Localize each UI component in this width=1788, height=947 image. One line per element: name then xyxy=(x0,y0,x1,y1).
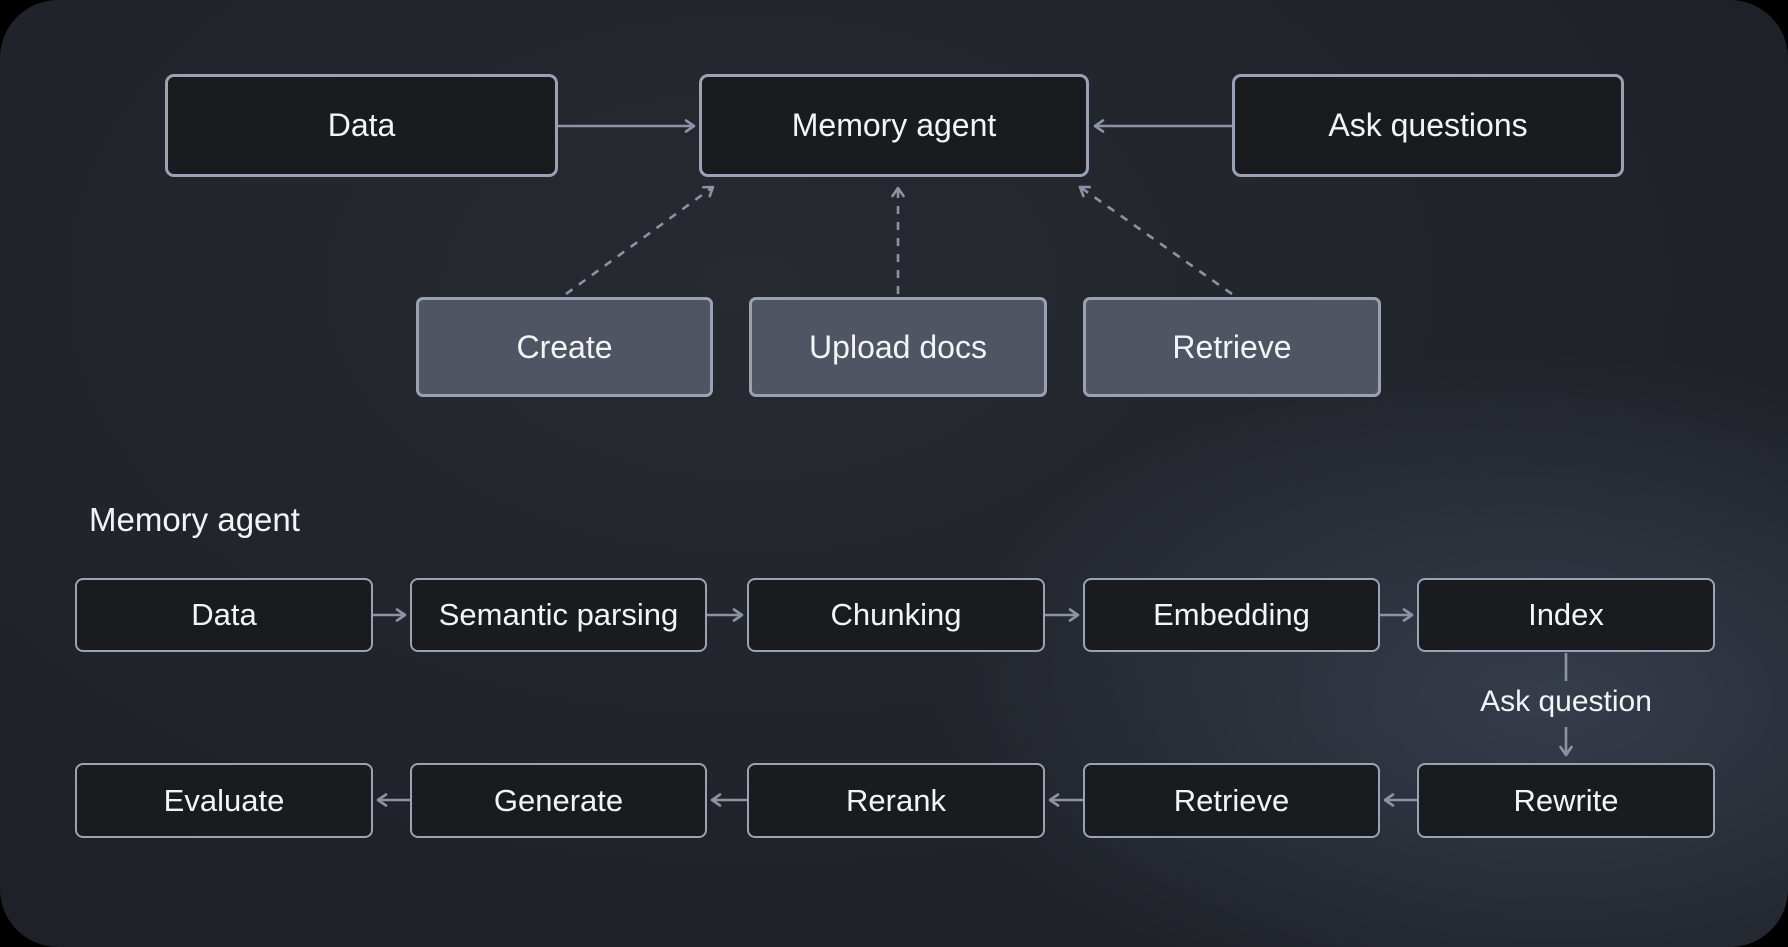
node-data: Data xyxy=(75,578,373,652)
node-evaluate: Evaluate xyxy=(75,763,373,838)
node-upload-docs: Upload docs xyxy=(749,297,1047,397)
node-index: Index xyxy=(1417,578,1715,652)
edge-create-to-memory-agent xyxy=(565,185,715,296)
node-retrieve: Retrieve xyxy=(1083,763,1380,838)
node-rerank: Rerank xyxy=(747,763,1045,838)
section-title-memory-agent: Memory agent xyxy=(89,501,300,538)
node-generate: Generate xyxy=(410,763,707,838)
edge-retrieve-to-memory-agent xyxy=(1078,185,1233,296)
node-data-source: Data xyxy=(165,74,558,177)
node-retrieve-action: Retrieve xyxy=(1083,297,1381,397)
node-semantic-parsing: Semantic parsing xyxy=(410,578,707,652)
node-ask-questions: Ask questions xyxy=(1232,74,1624,177)
node-create: Create xyxy=(416,297,713,397)
node-memory-agent: Memory agent xyxy=(699,74,1089,177)
edge-label-ask-question: Ask question xyxy=(1480,685,1652,718)
node-chunking: Chunking xyxy=(747,578,1045,652)
node-rewrite: Rewrite xyxy=(1417,763,1715,838)
node-embedding: Embedding xyxy=(1083,578,1380,652)
